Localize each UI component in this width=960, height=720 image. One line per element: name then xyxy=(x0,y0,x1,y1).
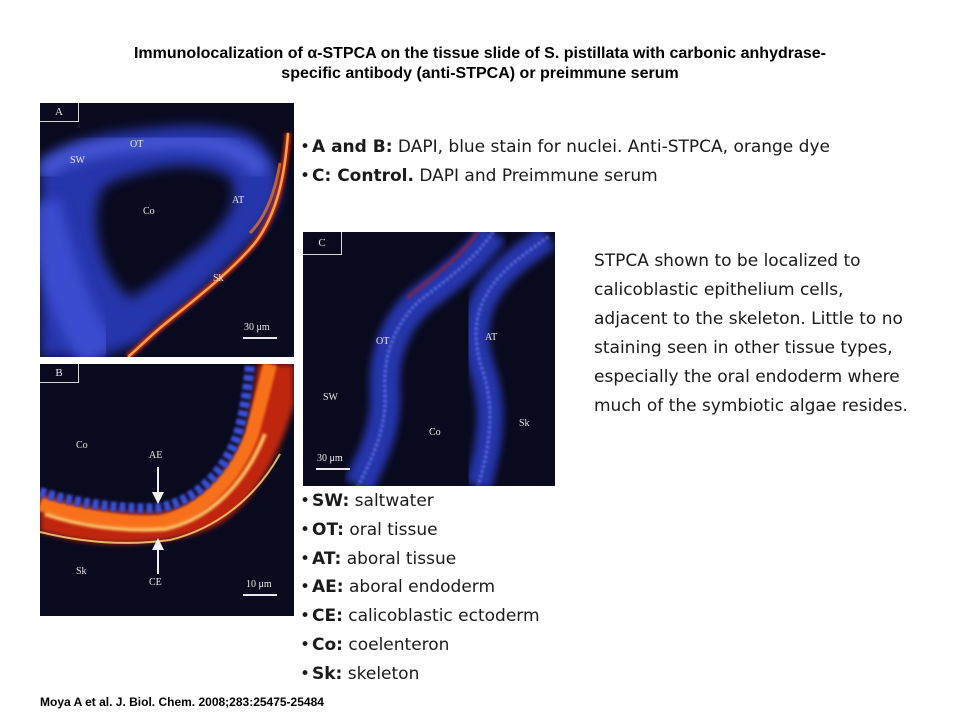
label-sk: Sk xyxy=(213,273,224,284)
slide-title: Immunolocalization of α-STPCA on the tis… xyxy=(30,44,930,84)
scale-bar-label: 30 μm xyxy=(317,453,343,464)
label-ot: OT xyxy=(130,139,144,150)
abbreviation-item: AT: aboral tissue xyxy=(300,545,540,574)
micrograph-a-image xyxy=(40,103,294,357)
panel-b-letter: B xyxy=(40,364,79,383)
stain-legend-item: C: Control. DAPI and Preimmune serum xyxy=(300,162,830,191)
abbreviation-item: SW: saltwater xyxy=(300,487,540,516)
title-line-1: Immunolocalization of α-STPCA on the tis… xyxy=(133,45,826,62)
label-at: AT xyxy=(485,332,498,343)
label-ae: AE xyxy=(149,450,163,461)
description-text: STPCA shown to be localized to calicobla… xyxy=(594,251,908,416)
micrograph-panel-a: A OT SW AT Co Sk 30 μm xyxy=(40,103,294,357)
stain-legend-list: A and B: DAPI, blue stain for nuclei. An… xyxy=(300,133,830,191)
label-co: Co xyxy=(143,206,155,217)
label-sw: SW xyxy=(70,155,85,166)
citation: Moya A et al. J. Biol. Chem. 2008;283:25… xyxy=(40,695,324,709)
abbreviation-item: AE: aboral endoderm xyxy=(300,573,540,602)
abbreviation-item: CE: calicoblastic ectoderm xyxy=(300,602,540,631)
panel-c-letter: C xyxy=(303,232,342,255)
scale-bar-line xyxy=(243,594,277,596)
scale-bar-label: 30 μm xyxy=(244,322,270,333)
stain-legend-item: A and B: DAPI, blue stain for nuclei. An… xyxy=(300,133,830,162)
label-ce: CE xyxy=(149,577,162,588)
micrograph-b-image xyxy=(40,364,294,616)
scale-bar-line xyxy=(316,468,350,470)
label-co: Co xyxy=(429,427,441,438)
label-sk: Sk xyxy=(76,566,87,577)
abbreviation-list: SW: saltwater OT: oral tissue AT: aboral… xyxy=(300,487,540,689)
title-line-2: specific antibody (anti-STPCA) or preimm… xyxy=(281,65,679,82)
scale-bar-line xyxy=(243,337,277,339)
panel-a-letter: A xyxy=(40,103,79,122)
abbreviation-item: Sk: skeleton xyxy=(300,660,540,689)
micrograph-panel-b: B Co AE Sk CE 10 μm xyxy=(40,364,294,616)
label-at: AT xyxy=(232,195,245,206)
label-sw: SW xyxy=(323,392,338,403)
label-co: Co xyxy=(76,440,88,451)
abbreviation-item: OT: oral tissue xyxy=(300,516,540,545)
label-sk: Sk xyxy=(519,418,530,429)
label-ot: OT xyxy=(376,336,390,347)
abbreviation-item: Co: coelenteron xyxy=(300,631,540,660)
scale-bar-label: 10 μm xyxy=(246,579,272,590)
micrograph-c-image xyxy=(303,232,555,486)
micrograph-panel-c: C OT AT SW Co Sk 30 μm xyxy=(303,232,555,486)
